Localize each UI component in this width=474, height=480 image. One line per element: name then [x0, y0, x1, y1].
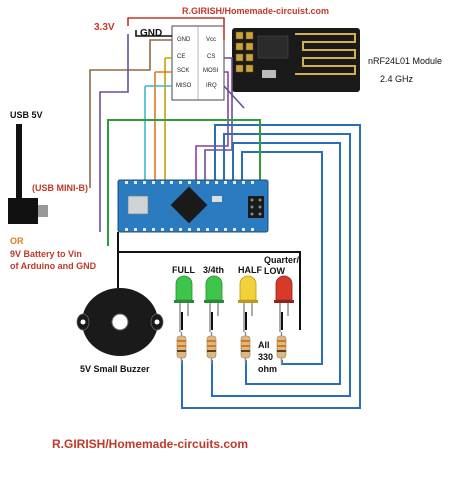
pin-sck: SCK	[177, 68, 190, 74]
wire-miso-cyan	[144, 85, 172, 180]
buzzer	[76, 288, 164, 356]
led-half	[238, 275, 258, 332]
arduino-top-pins	[125, 181, 254, 184]
resistor-note-line1: All	[258, 340, 270, 350]
led-label-three-fourth: 3/4th	[203, 265, 225, 275]
label-gnd: GND	[140, 28, 163, 39]
resistor-note-line3: ohm	[258, 364, 277, 374]
wire-gnd-black	[135, 30, 172, 37]
arduino-icsp-pins	[250, 198, 262, 216]
pin-mosi: MOSI	[203, 68, 219, 74]
or-text: OR	[10, 236, 24, 246]
arduino-mcu-chip	[170, 186, 208, 224]
module-header-pins	[235, 31, 254, 73]
led-label-half: HALF	[238, 265, 262, 275]
wire-gnd-bus	[117, 232, 301, 330]
ground-wires	[117, 232, 301, 330]
nrf24l01-module	[171, 25, 360, 101]
usb-label: USB 5V	[10, 110, 43, 120]
led-label-low: LOW	[264, 266, 285, 276]
module-freq: 2.4 GHz	[380, 74, 414, 84]
led-label-full: FULL	[172, 265, 195, 275]
led-three-fourth	[204, 275, 224, 332]
usb-cable-body	[16, 124, 22, 198]
wire-blue-2	[211, 133, 351, 397]
resistor-note-line2: 330	[258, 352, 274, 362]
led-quarter-low	[274, 275, 294, 332]
wire-led-cathodes	[181, 312, 283, 330]
label-3v3: 3.3V	[94, 22, 115, 33]
pin-cs: CS	[207, 54, 216, 60]
led-label-quarter: Quarter/	[264, 255, 300, 265]
pin-ce: CE	[177, 54, 186, 60]
arduino-bottom-pins	[125, 228, 254, 231]
arduino-usb-port	[127, 195, 149, 215]
usb-cable	[8, 124, 48, 224]
arduino-reset-button	[212, 196, 222, 202]
module-chip	[257, 35, 289, 59]
resistors	[176, 332, 287, 364]
resistor-2	[206, 332, 217, 364]
wire-gnd-brown	[89, 39, 172, 188]
module-crystal	[262, 70, 276, 78]
module-antenna-trace	[295, 33, 356, 75]
buzzer-label: 5V Small Buzzer	[80, 364, 150, 374]
credit-bottom: R.GIRISH/Homemade-circuits.com	[52, 437, 249, 451]
pin-miso: MISO	[176, 83, 192, 89]
led-full	[174, 275, 194, 332]
wire-green-5v	[107, 119, 261, 246]
arduino-icsp	[248, 196, 264, 218]
wire-blue-3	[232, 142, 341, 385]
module-wires	[89, 17, 245, 232]
wire-sck-orange	[154, 71, 172, 180]
pin-vcc: Vcc	[206, 37, 217, 43]
pin-irq: IRQ	[206, 83, 217, 89]
resistor-1	[176, 332, 187, 364]
usb-plug-tip	[38, 205, 48, 217]
credit-top: R.GIRISH/Homemade-circuist.com	[182, 6, 330, 16]
pin-gnd: GND	[177, 37, 191, 43]
arduino-nano	[117, 179, 269, 233]
wire-mosi-purple	[195, 71, 229, 180]
module-title: nRF24L01 Module	[368, 56, 443, 66]
wire-3v3-red	[127, 17, 225, 40]
wire-purple-left	[99, 34, 129, 232]
usb-type: (USB MINI-B)	[32, 183, 88, 193]
usb-plug	[8, 198, 38, 224]
battery-line2: of Arduino and GND	[10, 261, 97, 271]
battery-line1: 9V Battery to Vin	[10, 249, 82, 259]
wire-blue-1	[181, 124, 361, 409]
buzzer-hole	[111, 313, 129, 331]
resistor-3	[240, 332, 251, 364]
resistor-4	[276, 332, 287, 364]
wire-irq	[223, 85, 245, 109]
